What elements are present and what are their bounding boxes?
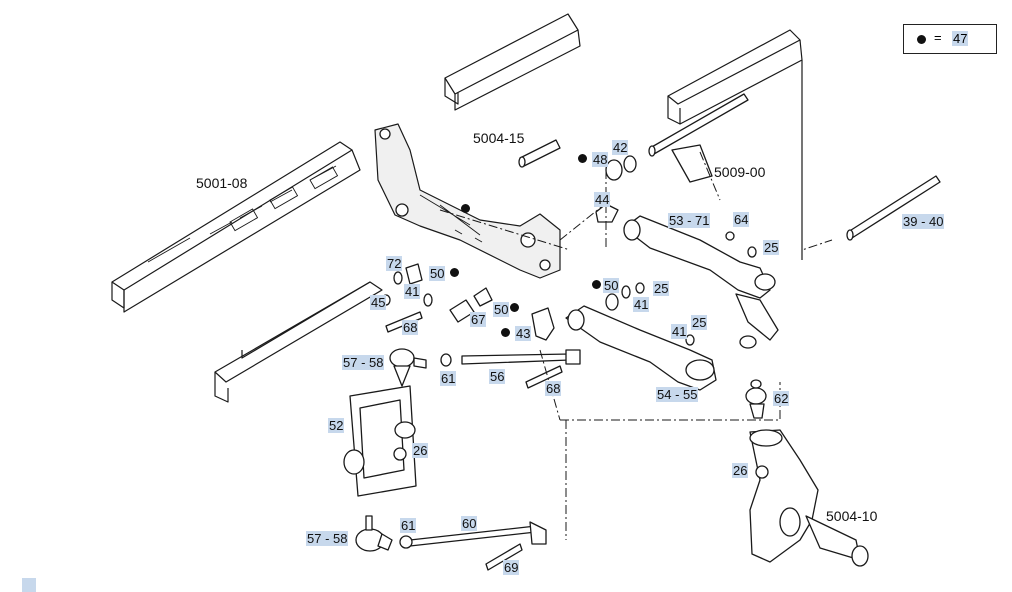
callout-50-right: 50 [603, 278, 620, 293]
callout-41-right: 41 [633, 297, 650, 312]
callout-41-left: 41 [404, 284, 421, 299]
callout-69: 69 [503, 560, 520, 575]
callout-57-58-lower: 57 - 58 [306, 531, 349, 546]
lubrication-dot-icon [461, 204, 470, 213]
callout-26-left: 26 [412, 443, 429, 458]
callout-48: 48 [592, 152, 609, 167]
callout-61-lower: 61 [400, 518, 417, 533]
nut-26-right [755, 465, 769, 479]
assembly-label-upper-arm: 5009-00 [714, 164, 766, 180]
legend-equals: = [934, 30, 942, 45]
callout-45: 45 [370, 295, 387, 310]
lubrication-dot-icon [501, 328, 510, 337]
callout-57-58-upper: 57 - 58 [342, 355, 385, 370]
assembly-label-pin: 5004-15 [473, 130, 525, 146]
callout-56: 56 [489, 369, 506, 384]
callout-64: 64 [733, 212, 750, 227]
callout-68-lower: 68 [545, 381, 562, 396]
callout-44: 44 [594, 192, 611, 207]
frame-rail-right [667, 29, 803, 260]
callout-67: 67 [470, 312, 487, 327]
callout-50-mid: 50 [493, 302, 510, 317]
callout-39-40: 39 - 40 [902, 214, 945, 229]
callout-25-right: 25 [653, 281, 670, 296]
legend-dot-icon [917, 35, 926, 44]
frame-rail-upper [444, 13, 581, 111]
ball-joint-57-58-upper [389, 348, 427, 387]
upper-control-arm [623, 144, 779, 349]
callout-68-upper: 68 [402, 320, 419, 335]
lubrication-dot-icon [592, 280, 601, 289]
frame-rail-5001-08 [111, 141, 361, 313]
callout-41-lower: 41 [671, 324, 688, 339]
callout-26-right: 26 [732, 463, 749, 478]
assembly-label-frame: 5001-08 [196, 175, 248, 191]
legend-box: = 47 [903, 24, 997, 54]
callout-52: 52 [328, 418, 345, 433]
nut-26-left [393, 447, 407, 461]
frame-rail-lower [214, 281, 383, 403]
callout-62: 62 [773, 391, 790, 406]
ball-joint-62 [745, 379, 767, 419]
bump-stop-43 [531, 307, 555, 341]
callout-43: 43 [515, 326, 532, 341]
bolt-69 [485, 543, 523, 571]
callout-61-upper: 61 [440, 371, 457, 386]
lubrication-dot-icon [578, 154, 587, 163]
steering-bracket-52 [343, 385, 417, 497]
bushing-42-48 [605, 155, 637, 181]
callout-72: 72 [386, 256, 403, 271]
assembly-label-knuckle: 5004-10 [826, 508, 878, 524]
callout-42: 42 [612, 140, 629, 155]
lubrication-dot-icon [450, 268, 459, 277]
callout-54-55: 54 - 55 [656, 387, 699, 402]
shaft-39-40 [846, 175, 941, 241]
tie-rod-56 [440, 349, 581, 367]
ball-joint-57-58-lower [355, 515, 393, 552]
callout-25-lower: 25 [691, 315, 708, 330]
callout-25-upper: 25 [763, 240, 780, 255]
corner-highlight-box [22, 578, 36, 592]
steering-knuckle [749, 429, 869, 567]
callout-60: 60 [461, 516, 478, 531]
lower-control-arm [565, 305, 717, 391]
callout-50-left: 50 [429, 266, 446, 281]
shaft-upper [648, 93, 749, 157]
tie-rod-60 [399, 521, 547, 549]
bushings-50-41-25 [605, 231, 757, 346]
lubrication-dot-icon [510, 303, 519, 312]
legend-ref: 47 [952, 31, 969, 46]
crossmember [374, 123, 561, 279]
pin-5004-15 [518, 139, 561, 168]
bushing-67 [449, 287, 493, 323]
bolt-68-lower [525, 365, 563, 389]
callout-53-71: 53 - 71 [668, 213, 711, 228]
